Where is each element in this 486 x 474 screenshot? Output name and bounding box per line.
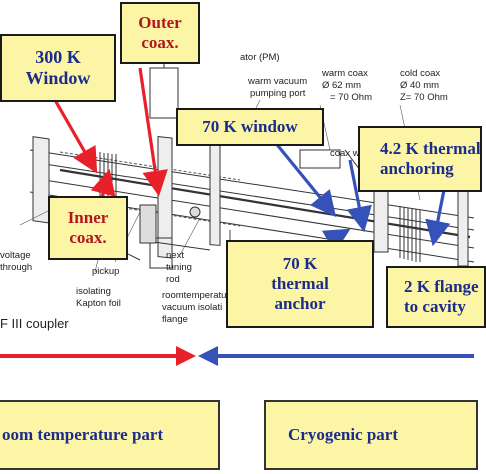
callout-inner-line1: Inner <box>67 208 109 227</box>
callout-70k-window: 70 K window <box>176 108 324 146</box>
coax-w-label: coax w <box>330 148 360 159</box>
room-temperature-label: oom temperature part <box>2 425 164 444</box>
callout-300k-line2: Window <box>25 68 91 88</box>
tuning-rod <box>139 204 201 244</box>
section-arrows <box>0 346 474 366</box>
callout-4k-line2: anchoring <box>380 159 454 178</box>
callout-300k-line1: 300 K <box>35 47 81 67</box>
cryogenic-band: Cryogenic part <box>264 400 478 470</box>
next-label: next <box>166 250 184 261</box>
room-temperature-band: oom temperature part <box>0 400 220 470</box>
callout-4k-thermal: 4.2 K thermal anchoring <box>358 126 482 192</box>
callout-70k-window-text: 70 K window <box>202 117 298 136</box>
pm-label: ator (PM) <box>240 52 280 63</box>
cold-coax-diameter: Ø 40 mm <box>400 80 440 91</box>
voltage-label: voltage <box>0 250 31 261</box>
pickup-label: pickup <box>92 266 120 277</box>
kapton-foil-label: Kapton foil <box>76 298 121 309</box>
callout-2k-line1: 2 K flange <box>404 277 479 296</box>
warm-coax-label: warm coax <box>322 68 368 79</box>
rod-label: rod <box>166 274 180 285</box>
callout-300k-window: 300 K Window <box>0 34 116 102</box>
warm-coax-diameter: Ø 62 mm <box>322 80 362 91</box>
callout-outer-line2: coax. <box>141 33 179 52</box>
callout-70k-anchor: 70 K thermal anchor <box>226 240 374 328</box>
callout-outer-line1: Outer <box>138 13 182 32</box>
callout-2k-flange: 2 K flange to cavity <box>386 266 486 328</box>
callout-outer-coax: Outer coax. <box>120 2 200 64</box>
roomtemp-flange-label-2: vacuum isolati <box>162 302 223 313</box>
coupler-title: F III coupler <box>0 316 69 331</box>
pumping-port-label: pumping port <box>250 88 306 99</box>
tuning-label: tuning <box>166 262 192 273</box>
cold-coax-label: cold coax <box>400 68 441 79</box>
callout-4k-line1: 4.2 K thermal <box>380 139 481 158</box>
warm-coax-impedance: = 70 Ohm <box>330 92 372 103</box>
warm-vacuum-label: warm vacuum <box>248 76 308 87</box>
cryogenic-label: Cryogenic part <box>288 425 399 444</box>
callout-70k-anchor-line1: 70 K <box>282 254 318 273</box>
callout-inner-line2: coax. <box>69 228 107 247</box>
callout-2k-line2: to cavity <box>404 297 466 316</box>
coupler-drawing <box>0 40 475 366</box>
roomtemp-flange-label-3: flange <box>162 314 188 325</box>
roomtemp-flange-label-1: roomtemperatu <box>162 290 227 301</box>
isolating-label: isolating <box>76 286 111 297</box>
callout-inner-coax: Inner coax. <box>48 196 128 260</box>
callout-70k-anchor-line3: anchor <box>274 294 326 313</box>
callout-70k-anchor-line2: thermal <box>271 274 329 293</box>
through-label: through <box>0 262 33 273</box>
cold-coax-impedance: Z= 70 Ohm <box>400 92 448 103</box>
